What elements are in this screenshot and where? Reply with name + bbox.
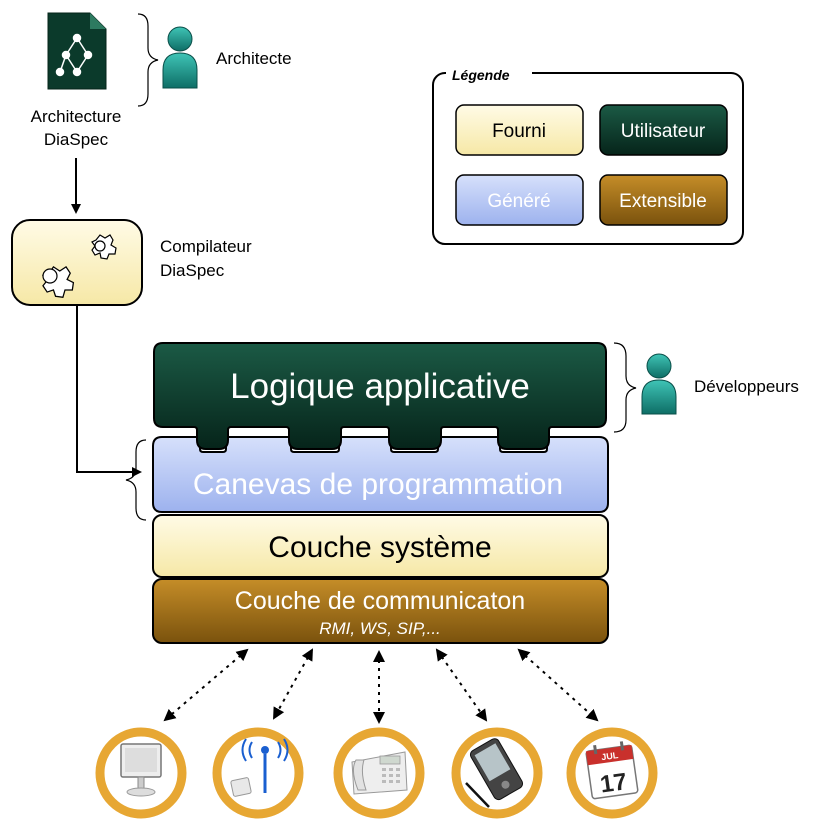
legend-title: Légende: [452, 67, 510, 83]
framework-brace: [125, 439, 147, 521]
device-connections: [163, 648, 599, 724]
pda-icon: [451, 727, 543, 819]
architecture-label-line2: DiaSpec: [44, 130, 109, 149]
architecture-label-line1: Architecture: [31, 107, 122, 126]
framework-layer-label: Canevas de programmation: [193, 468, 563, 501]
communication-layer-label: Couche de communicaton: [235, 587, 525, 615]
compiler-label-line2: DiaSpec: [160, 261, 225, 280]
legend-item-extensible: Extensible: [599, 174, 728, 226]
telephone-icon: [333, 727, 425, 819]
gears-icon: [41, 234, 117, 299]
architect-role-label: Architecte: [216, 49, 292, 68]
legend-item-genere: Généré: [455, 174, 584, 226]
application-logic-label: Logique applicative: [230, 367, 530, 406]
communication-layer: [152, 578, 609, 644]
compiler-box: [11, 219, 143, 306]
calendar-icon: JUL 17: [566, 727, 658, 819]
connection-pda: [435, 648, 488, 722]
connection-computer: [163, 648, 249, 722]
architect-brace: [137, 13, 159, 107]
legend-label-genere: Généré: [487, 191, 550, 212]
arrow-compiler-to-framework: [76, 305, 142, 477]
legend-label-utilisateur: Utilisateur: [621, 121, 706, 142]
wireless-sensor-icon: [212, 727, 304, 819]
protocols-label: RMI, WS, SIP,...: [319, 619, 441, 638]
connection-calendar: [517, 648, 599, 722]
connection-sensor: [273, 648, 313, 720]
system-layer-label: Couche système: [268, 531, 491, 564]
developers-brace: [613, 342, 637, 433]
calendar-day-label: 17: [599, 768, 629, 798]
imac-computer-icon: [95, 727, 187, 819]
developers-role-label: Développeurs: [694, 377, 799, 396]
developer-person-icon: [641, 353, 677, 415]
legend-item-fourni: Fourni: [455, 104, 584, 156]
architect-person-icon: [162, 26, 198, 89]
architecture-document-icon: [47, 12, 107, 90]
legend-label-fourni: Fourni: [492, 121, 546, 142]
legend-item-utilisateur: Utilisateur: [599, 104, 728, 156]
application-logic-layer: [153, 342, 607, 450]
calendar-month-label: JUL: [601, 750, 620, 762]
legend-label-extensible: Extensible: [619, 191, 707, 212]
compiler-label-line1: Compilateur: [160, 237, 252, 256]
system-layer: [152, 514, 609, 578]
